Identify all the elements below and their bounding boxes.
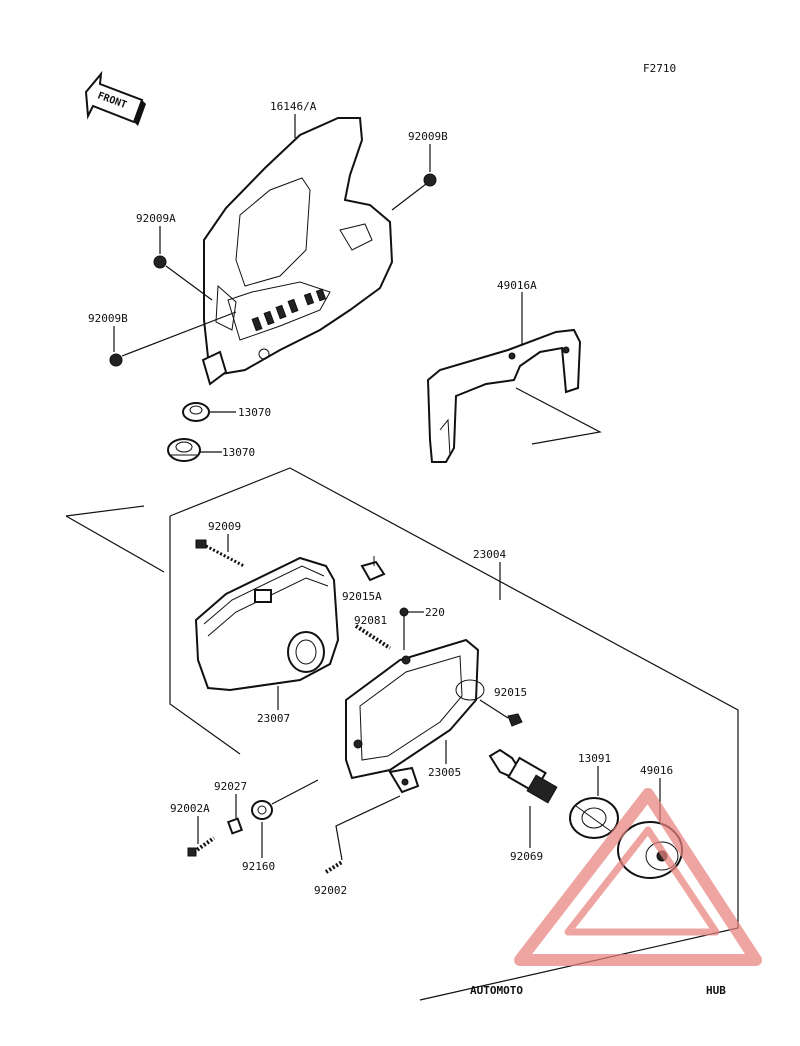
label-bolt-92009: 92009: [208, 520, 241, 533]
label-headlight-assy: 23004: [473, 548, 506, 561]
watermark-text: AUTOMOTO HUB: [470, 984, 726, 997]
bolt-92002: [324, 795, 401, 874]
label-boot: 49016: [640, 764, 673, 777]
label-screw: 220: [425, 606, 445, 619]
bolt-92009a: [153, 255, 213, 301]
collar-92027: [226, 817, 244, 835]
label-bolt-92002a: 92002A: [170, 802, 210, 815]
bolt-92009b-left: [109, 311, 237, 367]
figure-code: F2710: [643, 62, 676, 75]
bolt-92002a: [187, 836, 216, 857]
label-socket: 13091: [578, 752, 611, 765]
spring-92081: [354, 624, 392, 650]
bolt-92009b-top: [391, 173, 437, 211]
headlight-cowl: [201, 117, 394, 386]
label-nut: 92015: [494, 686, 527, 699]
bolt-92009: [195, 539, 245, 568]
label-lens: 23007: [257, 712, 290, 725]
socket-13091: [569, 797, 619, 839]
watermark-part1: AUTOMOTO: [470, 984, 523, 997]
bracket-23005: [345, 638, 485, 794]
label-spring: 92081: [354, 614, 387, 627]
cover-49016a: [426, 328, 582, 463]
label-bolt-92002: 92002: [314, 884, 347, 897]
label-bracket: 23005: [428, 766, 461, 779]
label-bulb: 92069: [510, 850, 543, 863]
label-grommet-1: 13070: [238, 406, 271, 419]
label-clip: 92015A: [342, 590, 382, 603]
nut-92015: [479, 699, 523, 727]
label-cowl: 16146/A: [270, 100, 317, 113]
grommet-13070-upper: [182, 402, 236, 422]
label-grommet-92160: 92160: [242, 860, 275, 873]
label-bolt-b-top: 92009B: [408, 130, 448, 143]
grommet-13070-lower: [167, 438, 222, 462]
watermark-logo-icon: [514, 788, 762, 966]
screw-220: [399, 607, 424, 650]
label-bolt-a: 92009A: [136, 212, 176, 225]
label-cover: 49016A: [497, 279, 537, 292]
label-bolt-b-left: 92009B: [88, 312, 128, 325]
watermark-part2: HUB: [706, 984, 726, 997]
front-arrow-icon: FRONT: [84, 70, 146, 126]
label-grommet-2: 13070: [222, 446, 255, 459]
bulb-92069: [488, 748, 558, 804]
grommet-92160: [251, 779, 319, 820]
label-collar: 92027: [214, 780, 247, 793]
clip-92015a: [360, 556, 386, 582]
lens-unit-23007: [194, 556, 340, 692]
